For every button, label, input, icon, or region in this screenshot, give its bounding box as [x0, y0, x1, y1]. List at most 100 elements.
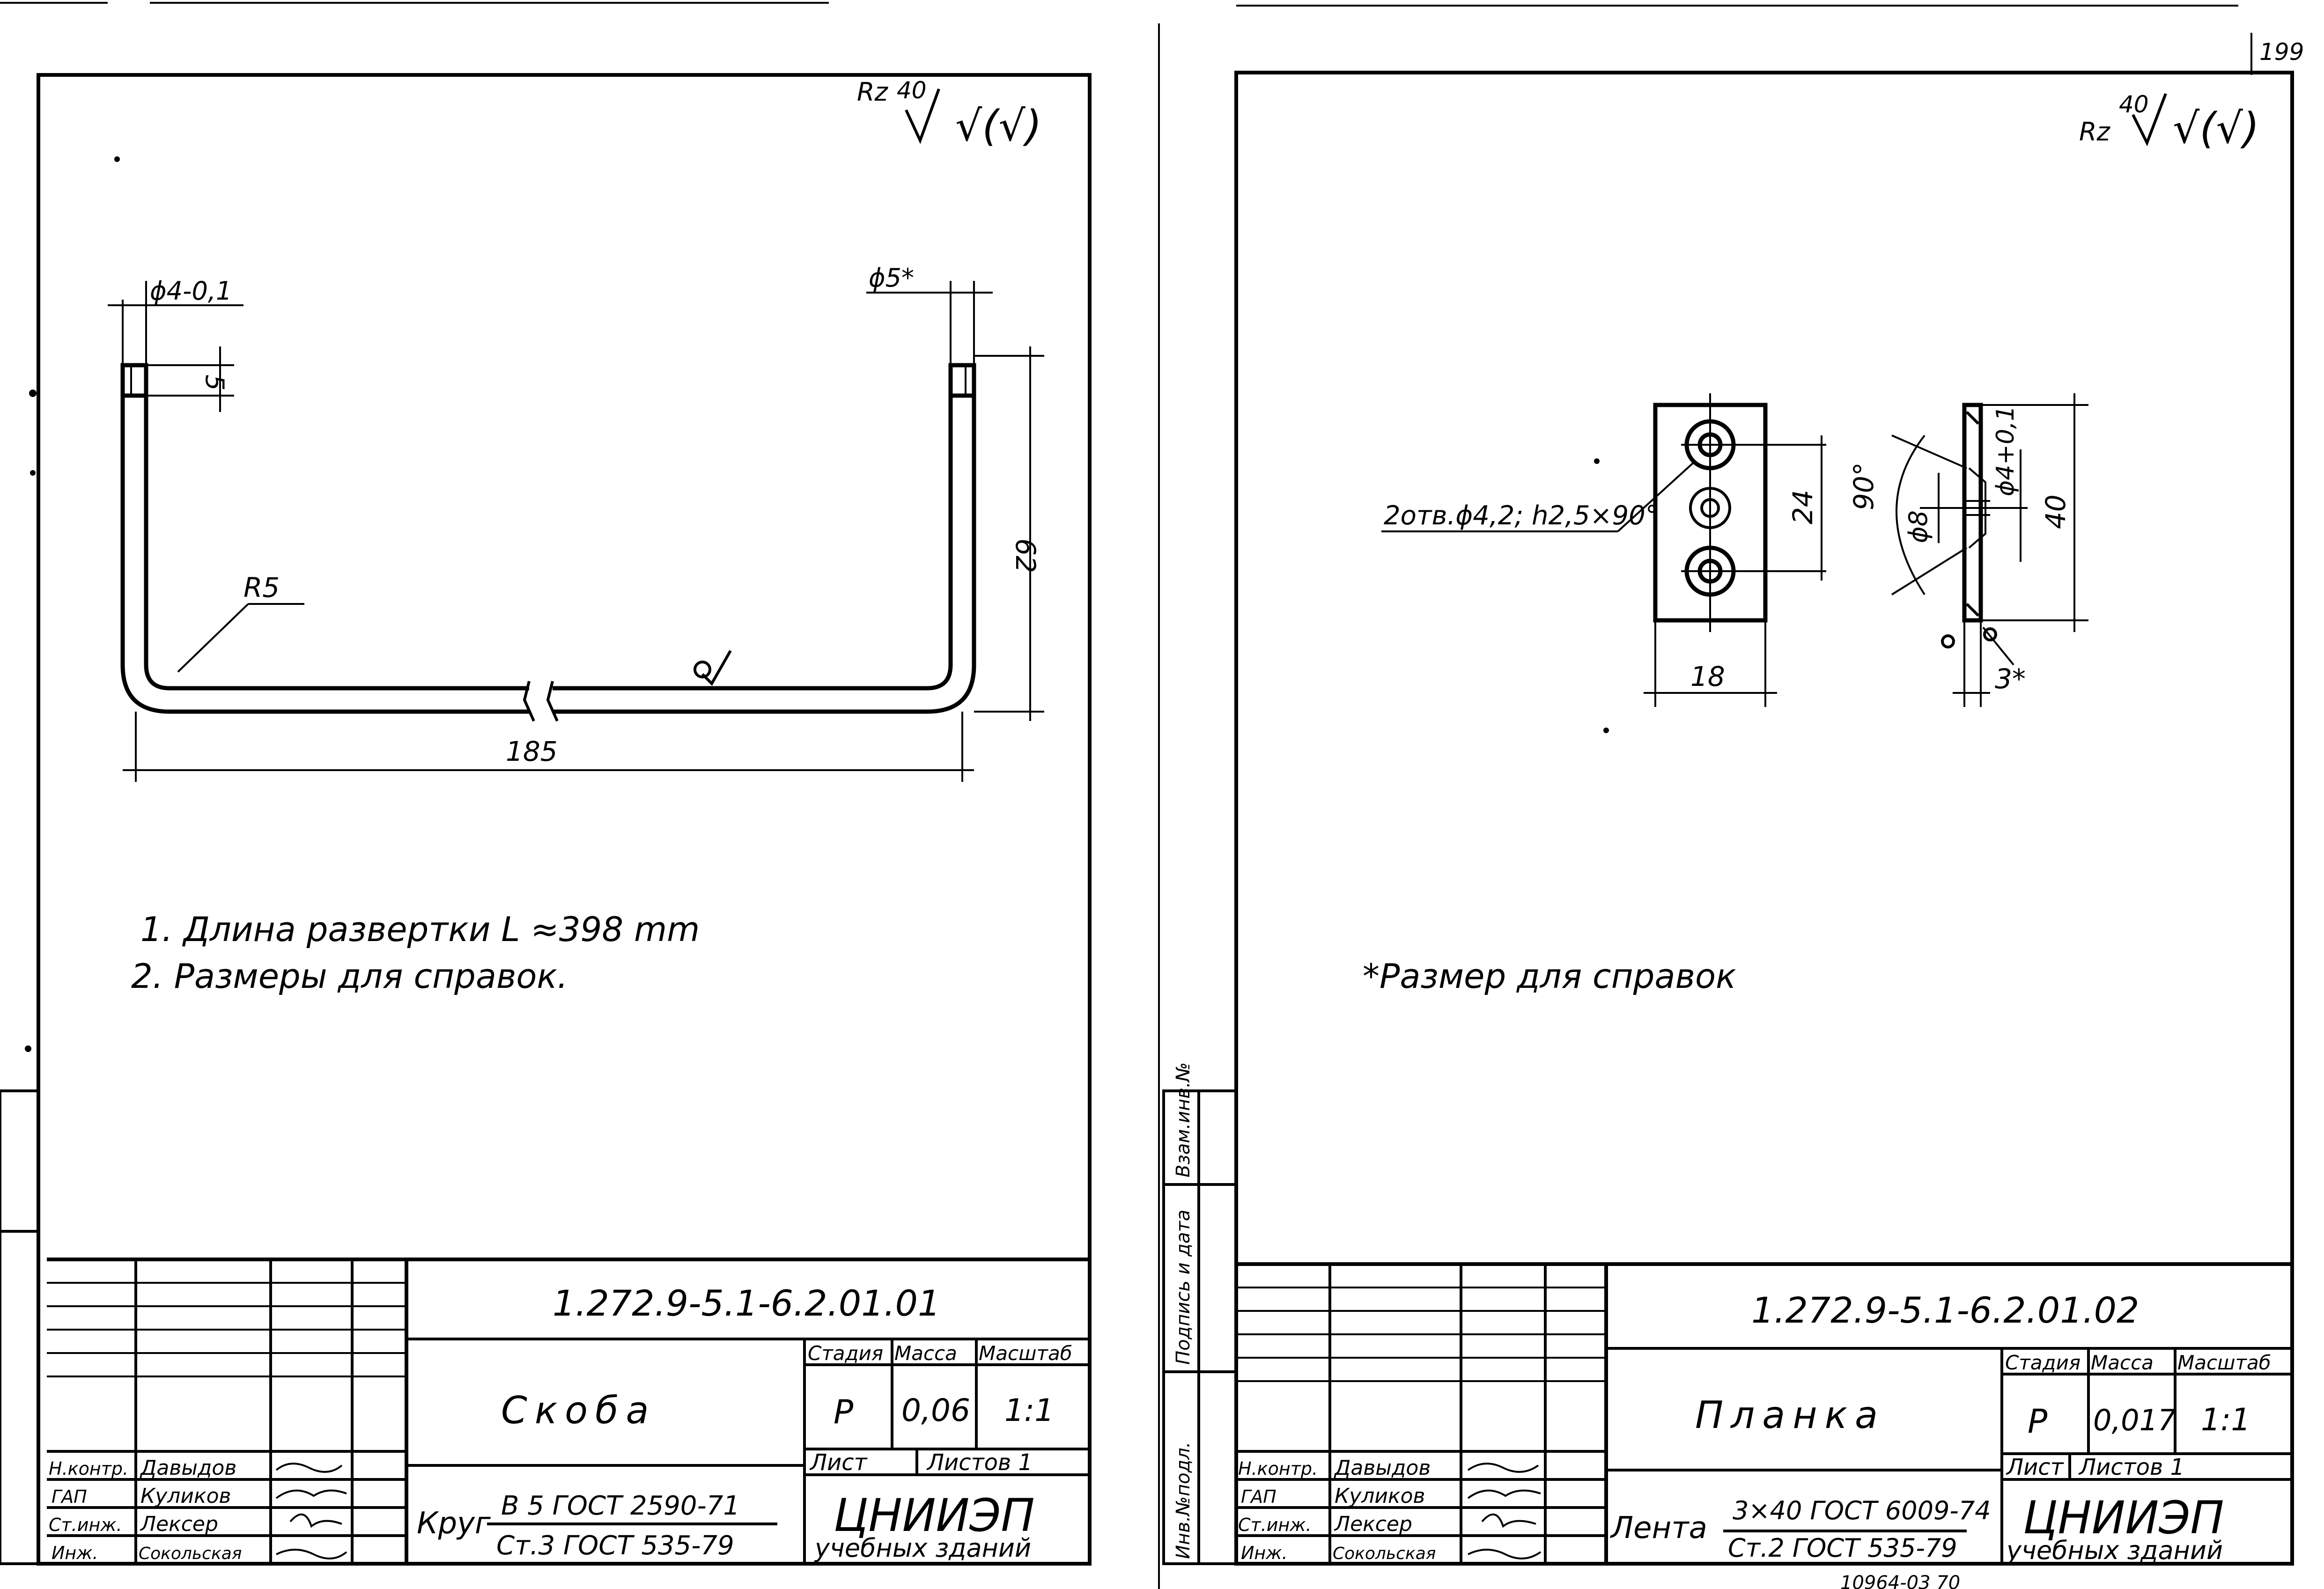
- svg-text:Куликов: Куликов: [140, 1484, 231, 1508]
- svg-text:90°: 90°: [1848, 462, 1880, 510]
- svg-text:Инж.: Инж.: [52, 1543, 98, 1563]
- svg-text:*Размер для справок: *Размер для справок: [1363, 956, 1736, 996]
- title-block-left: 1.272.9-5.1-6.2.01.01 Скоба Стадия Масса…: [47, 1258, 1090, 1564]
- svg-text:Р: Р: [2028, 1402, 2048, 1441]
- svg-text:ϕ8: ϕ8: [1903, 510, 1933, 543]
- svg-text:ϕ5*: ϕ5*: [869, 263, 914, 293]
- svg-text:Лексер: Лексер: [1334, 1512, 1412, 1536]
- svg-text:ГАП: ГАП: [52, 1486, 87, 1507]
- svg-text:40: 40: [2119, 91, 2149, 118]
- signature-2-right: [1467, 1489, 1541, 1499]
- signature-1-left: [275, 1463, 343, 1473]
- svg-text:Стадия: Стадия: [808, 1342, 883, 1365]
- doc-code-left: 1.272.9-5.1-6.2.01.01: [553, 1282, 940, 1324]
- svg-text:24: 24: [1787, 490, 1819, 524]
- bottom-code: 10964-03 70: [1840, 1572, 1960, 1589]
- svg-text:40: 40: [2040, 494, 2072, 529]
- svg-text:R5: R5: [243, 572, 280, 603]
- page-number: 199: [2250, 33, 2304, 75]
- svg-text:3×40 ГОСТ 6009-74: 3×40 ГОСТ 6009-74: [1733, 1496, 1991, 1525]
- svg-text:√(√): √(√): [955, 102, 1042, 151]
- svg-text:ϕ4-0,1: ϕ4-0,1: [150, 276, 232, 306]
- svg-text:Листов 1: Листов 1: [926, 1449, 1033, 1476]
- svg-text:Лексер: Лексер: [140, 1512, 218, 1536]
- title-block-right: 1.272.9-5.1-6.2.01.02 Планка Стадия Масс…: [1236, 1262, 2292, 1565]
- svg-text:Rz: Rz: [857, 77, 889, 107]
- svg-text:учебных зданий: учебных зданий: [814, 1533, 1031, 1563]
- sheet-right: Инв.№подл. Подпись и дата Взам.инв.№ Rz …: [1162, 71, 2294, 1589]
- svg-text:Ст.3 ГОСТ 535-79: Ст.3 ГОСТ 535-79: [496, 1530, 734, 1561]
- svg-text:1:1: 1:1: [1004, 1392, 1054, 1428]
- svg-text:40: 40: [897, 77, 927, 104]
- svg-text:3*: 3*: [1995, 663, 2026, 695]
- dimensions-right: 2отв.ϕ4,2; h2,5×90° 24 90° ϕ8 ϕ4+0,1 40 …: [1381, 393, 2088, 707]
- svg-text:учебных зданий: учебных зданий: [2006, 1536, 2223, 1565]
- svg-text:0,017: 0,017: [2093, 1403, 2176, 1437]
- scan-specks: [25, 156, 1609, 1052]
- roughness-symbol-right: Rz 40 √(√): [2079, 91, 2259, 153]
- svg-text:Масштаб: Масштаб: [979, 1342, 1072, 1365]
- top-edge-lines: [0, 2, 2238, 1589]
- svg-text:Сокольская: Сокольская: [1333, 1544, 1436, 1563]
- signature-3-right: [1481, 1513, 1536, 1528]
- org-name-left: ЦНИИЭП: [834, 1489, 1035, 1542]
- part-name-right: Планка: [1695, 1393, 1885, 1437]
- signature-4-right: [1468, 1549, 1542, 1560]
- svg-text:1. Длина развертки L ≈398 mm: 1. Длина развертки L ≈398 mm: [140, 910, 700, 949]
- svg-text:Стадия: Стадия: [2005, 1351, 2081, 1374]
- svg-text:Н.контр.: Н.контр.: [49, 1458, 128, 1479]
- svg-text:Масштаб: Масштаб: [2177, 1351, 2271, 1374]
- svg-text:ГАП: ГАП: [1241, 1486, 1276, 1507]
- svg-text:Куликов: Куликов: [1335, 1484, 1425, 1508]
- svg-text:Подпись и дата: Подпись и дата: [1173, 1210, 1194, 1365]
- signature-1-right: [1467, 1463, 1539, 1473]
- svg-text:185: 185: [506, 736, 558, 767]
- svg-text:ϕ4+0,1: ϕ4+0,1: [1992, 405, 2020, 496]
- svg-text:Сокольская: Сокольская: [139, 1544, 242, 1563]
- notes-right: *Размер для справок: [1363, 956, 1736, 996]
- sheet-right-frame: [1234, 71, 2294, 1566]
- bracket-drawing: [120, 363, 976, 722]
- svg-text:0,06: 0,06: [901, 1392, 970, 1428]
- svg-text:Лист: Лист: [2006, 1454, 2065, 1480]
- svg-text:Круг: Круг: [417, 1506, 491, 1541]
- page-number-text: 199: [2259, 38, 2304, 66]
- svg-text:2отв.ϕ4,2; h2,5×90°: 2отв.ϕ4,2; h2,5×90°: [1384, 500, 1659, 531]
- svg-text:В 5 ГОСТ 2590-71: В 5 ГОСТ 2590-71: [501, 1491, 740, 1521]
- svg-text:18: 18: [1690, 661, 1725, 692]
- doc-code-right: 1.272.9-5.1-6.2.01.02: [1751, 1289, 2139, 1331]
- side-strip-right: Инв.№подл. Подпись и дата Взам.инв.№: [1162, 1062, 1238, 1565]
- sheet-left-frame: [37, 73, 1092, 1566]
- svg-text:Давыдов: Давыдов: [1334, 1456, 1431, 1480]
- svg-text:Давыдов: Давыдов: [140, 1456, 236, 1480]
- svg-text:Р: Р: [834, 1393, 854, 1431]
- roughness-symbol-left: Rz 40 √(√): [857, 77, 1042, 151]
- svg-text:Масса: Масса: [2091, 1351, 2154, 1374]
- plate-front-view: [1653, 393, 1826, 632]
- svg-text:Лист: Лист: [809, 1449, 868, 1476]
- svg-text:Ст.2 ГОСТ 535-79: Ст.2 ГОСТ 535-79: [1728, 1533, 1957, 1563]
- sheet-left: Rz 40 √(√) ϕ4-0,1: [0, 73, 1092, 1566]
- svg-text:Rz: Rz: [2079, 117, 2111, 147]
- svg-text:Инж.: Инж.: [1241, 1543, 1288, 1563]
- notes-left: 1. Длина развертки L ≈398 mm 2. Размеры …: [131, 910, 700, 996]
- signature-3-left: [289, 1513, 342, 1528]
- signature-2-left: [275, 1489, 347, 1499]
- svg-text:2. Размеры для справок.: 2. Размеры для справок.: [131, 956, 568, 996]
- svg-text:Ст.инж.: Ст.инж.: [49, 1515, 122, 1535]
- left-margin-strip: [0, 1089, 40, 1565]
- svg-text:Лента: Лента: [1610, 1511, 1707, 1545]
- svg-text:Листов 1: Листов 1: [2078, 1454, 2184, 1480]
- svg-text:62: 62: [1010, 538, 1041, 573]
- svg-text:Инв.№подл.: Инв.№подл.: [1173, 1442, 1194, 1559]
- svg-text:√(√): √(√): [2173, 104, 2259, 153]
- svg-text:Взам.инв.№: Взам.инв.№: [1173, 1062, 1194, 1177]
- part-name-left: Скоба: [501, 1389, 656, 1432]
- svg-text:5: 5: [200, 375, 229, 390]
- dimensions-left: ϕ4-0,1 ϕ5* 5 62 R5 185: [108, 263, 1044, 782]
- org-name-right: ЦНИИЭП: [2023, 1492, 2224, 1544]
- signature-4-left: [276, 1549, 347, 1560]
- svg-text:Масса: Масса: [894, 1342, 957, 1365]
- svg-text:Ст.инж.: Ст.инж.: [1238, 1515, 1312, 1535]
